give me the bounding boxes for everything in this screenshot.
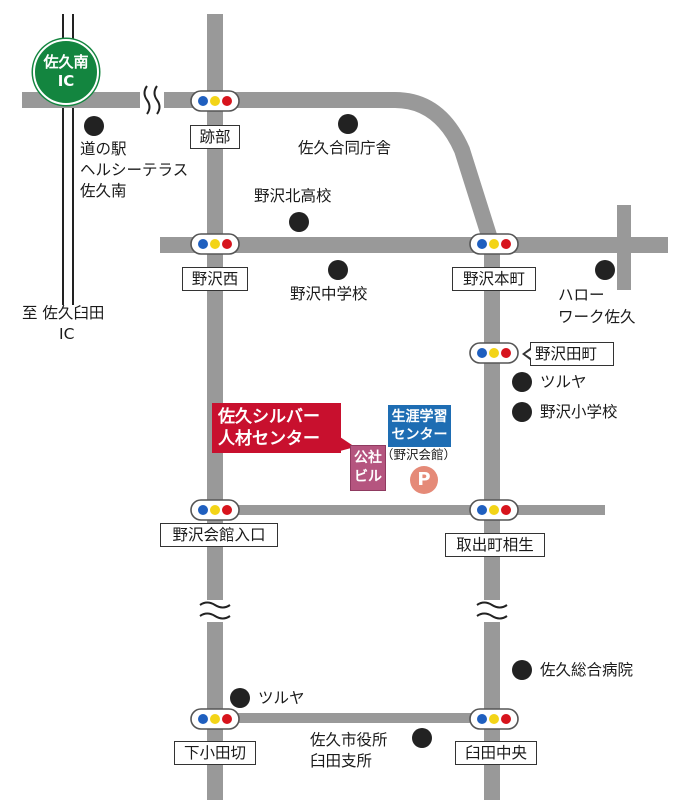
landmark-tsuruya-1: ツルヤ (540, 373, 587, 391)
intersection-label-nozawa-honmachi: 野沢本町 (452, 267, 536, 291)
landmark-shiyakusho-line-2: 臼田支所 (310, 752, 373, 770)
landmark-hellowork-line-2: ワーク佐久 (558, 308, 636, 326)
landmark-hellowork-line-1: ハロー (558, 286, 605, 304)
landmark-dot-shiyakusho (412, 728, 432, 748)
landmark-shiyakusho-line-1: 佐久市役所 (310, 731, 388, 749)
landmark-dot-shogakko (512, 402, 532, 422)
direction-line-1: 至 佐久臼田 (22, 304, 105, 322)
signal-nozawa-kaikan-iriguchi (190, 499, 240, 521)
intersection-label-nozawa-tamachi: 野沢田町 (522, 342, 614, 366)
signal-toride-machi-aioi (469, 499, 519, 521)
landmark-hokko: 野沢北高校 (254, 187, 332, 205)
sakuminami-ic-badge: 佐久南 IC (33, 39, 99, 105)
landmark-dot-michinoeki (84, 116, 104, 136)
signal-nozawa-nishi (190, 233, 240, 255)
landmark-michinoeki-line-1: 道の駅 (80, 140, 127, 158)
kousha-line-2: ビル (354, 469, 382, 485)
shogai-center-line-1: 生涯学習 (391, 409, 448, 425)
ic-sub: IC (57, 72, 75, 90)
landmark-godo-chosha: 佐久合同庁舎 (298, 139, 392, 157)
signals (190, 90, 519, 730)
shogai-center-sub: （野沢会館） (381, 447, 457, 462)
road-break-marks (140, 85, 508, 622)
landmark-dot-hospital (512, 660, 532, 680)
landmark-michinoeki-line-3: 佐久南 (80, 182, 127, 200)
road-north (22, 92, 500, 248)
parking-icon: P (410, 466, 438, 494)
shogai-center-line-2: センター (391, 427, 448, 443)
silver-center-line-2: 人材センター (218, 429, 320, 449)
signal-usuda-chuo (469, 708, 519, 730)
break-west (199, 600, 231, 622)
landmark-dot-chugakko (328, 260, 348, 280)
landmark-michinoeki-line-2: ヘルシーテラス (80, 161, 189, 179)
intersection-label-atobe: 跡部 (190, 125, 240, 149)
landmark-dot-hokko (289, 212, 309, 232)
break-east (476, 600, 508, 622)
landmark-dot-tsuruya-1 (512, 372, 532, 392)
ic-name: 佐久南 (43, 53, 89, 71)
landmark-dot-hellowork (595, 260, 615, 280)
intersection-label-nozawa-kaikan-iriguchi: 野沢会館入口 (160, 523, 278, 547)
signal-nozawa-tamachi (469, 342, 519, 364)
signal-nozawa-honmachi (469, 233, 519, 255)
shogai-center-label: 生涯学習 センター (388, 405, 451, 447)
kousha-building: 公社 ビル (350, 445, 386, 491)
intersection-label-toride-machi-aioi: 取出町相生 (445, 533, 545, 557)
intersection-label-usuda-chuo: 臼田中央 (455, 741, 537, 765)
landmark-hospital: 佐久総合病院 (540, 661, 634, 679)
silver-center-line-1: 佐久シルバー (218, 407, 320, 427)
silver-center-label: 佐久シルバー 人材センター (212, 403, 355, 453)
intersection-label-shimo-odagiri: 下小田切 (174, 741, 256, 765)
landmark-dot-tsuruya-2 (230, 688, 250, 708)
kousha-line-1: 公社 (354, 450, 382, 466)
landmark-chugakko: 野沢中学校 (290, 285, 368, 303)
direction-line-2: IC (59, 325, 75, 343)
landmark-shogakko: 野沢小学校 (540, 403, 618, 421)
landmark-tsuruya-2: ツルヤ (258, 689, 305, 707)
intersection-label-nozawa-nishi: 野沢西 (182, 267, 248, 291)
signal-shimo-odagiri (190, 708, 240, 730)
signal-atobe (190, 90, 240, 112)
break-north (140, 85, 164, 115)
landmark-dot-godo-chosha (338, 114, 358, 134)
